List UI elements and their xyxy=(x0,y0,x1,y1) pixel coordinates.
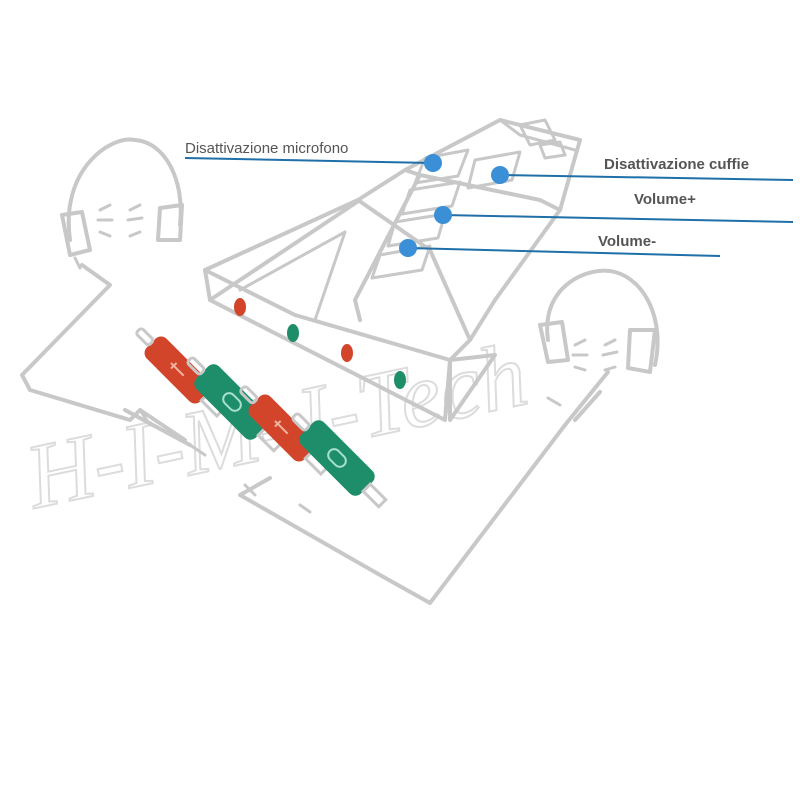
label-headphone-mute: Disattivazione cuffie xyxy=(604,156,749,173)
usb-sound-card xyxy=(203,118,582,422)
callout-headphone-mute: Disattivazione cuffie xyxy=(491,156,794,184)
label-mic-mute: Disattivazione microfono xyxy=(185,140,348,157)
callout-volume-up: Volume+ xyxy=(434,191,794,224)
label-volume-down: Volume- xyxy=(598,233,656,250)
callout-mic-mute: Disattivazione microfono xyxy=(184,140,442,172)
jack-mic-2 xyxy=(341,344,353,362)
callout-dot xyxy=(434,206,452,224)
callout-dot xyxy=(399,239,417,257)
jack-mic-1 xyxy=(234,298,246,316)
callout-dot xyxy=(491,166,509,184)
callout-volume-down: Volume- xyxy=(399,233,721,257)
jack-headphone-2 xyxy=(394,371,406,389)
callout-dot xyxy=(424,154,442,172)
jack-headphone-1 xyxy=(287,324,299,342)
label-volume-up: Volume+ xyxy=(634,191,696,208)
headset-icon-right xyxy=(238,268,660,605)
headphone-plug-icon-right xyxy=(291,412,388,509)
